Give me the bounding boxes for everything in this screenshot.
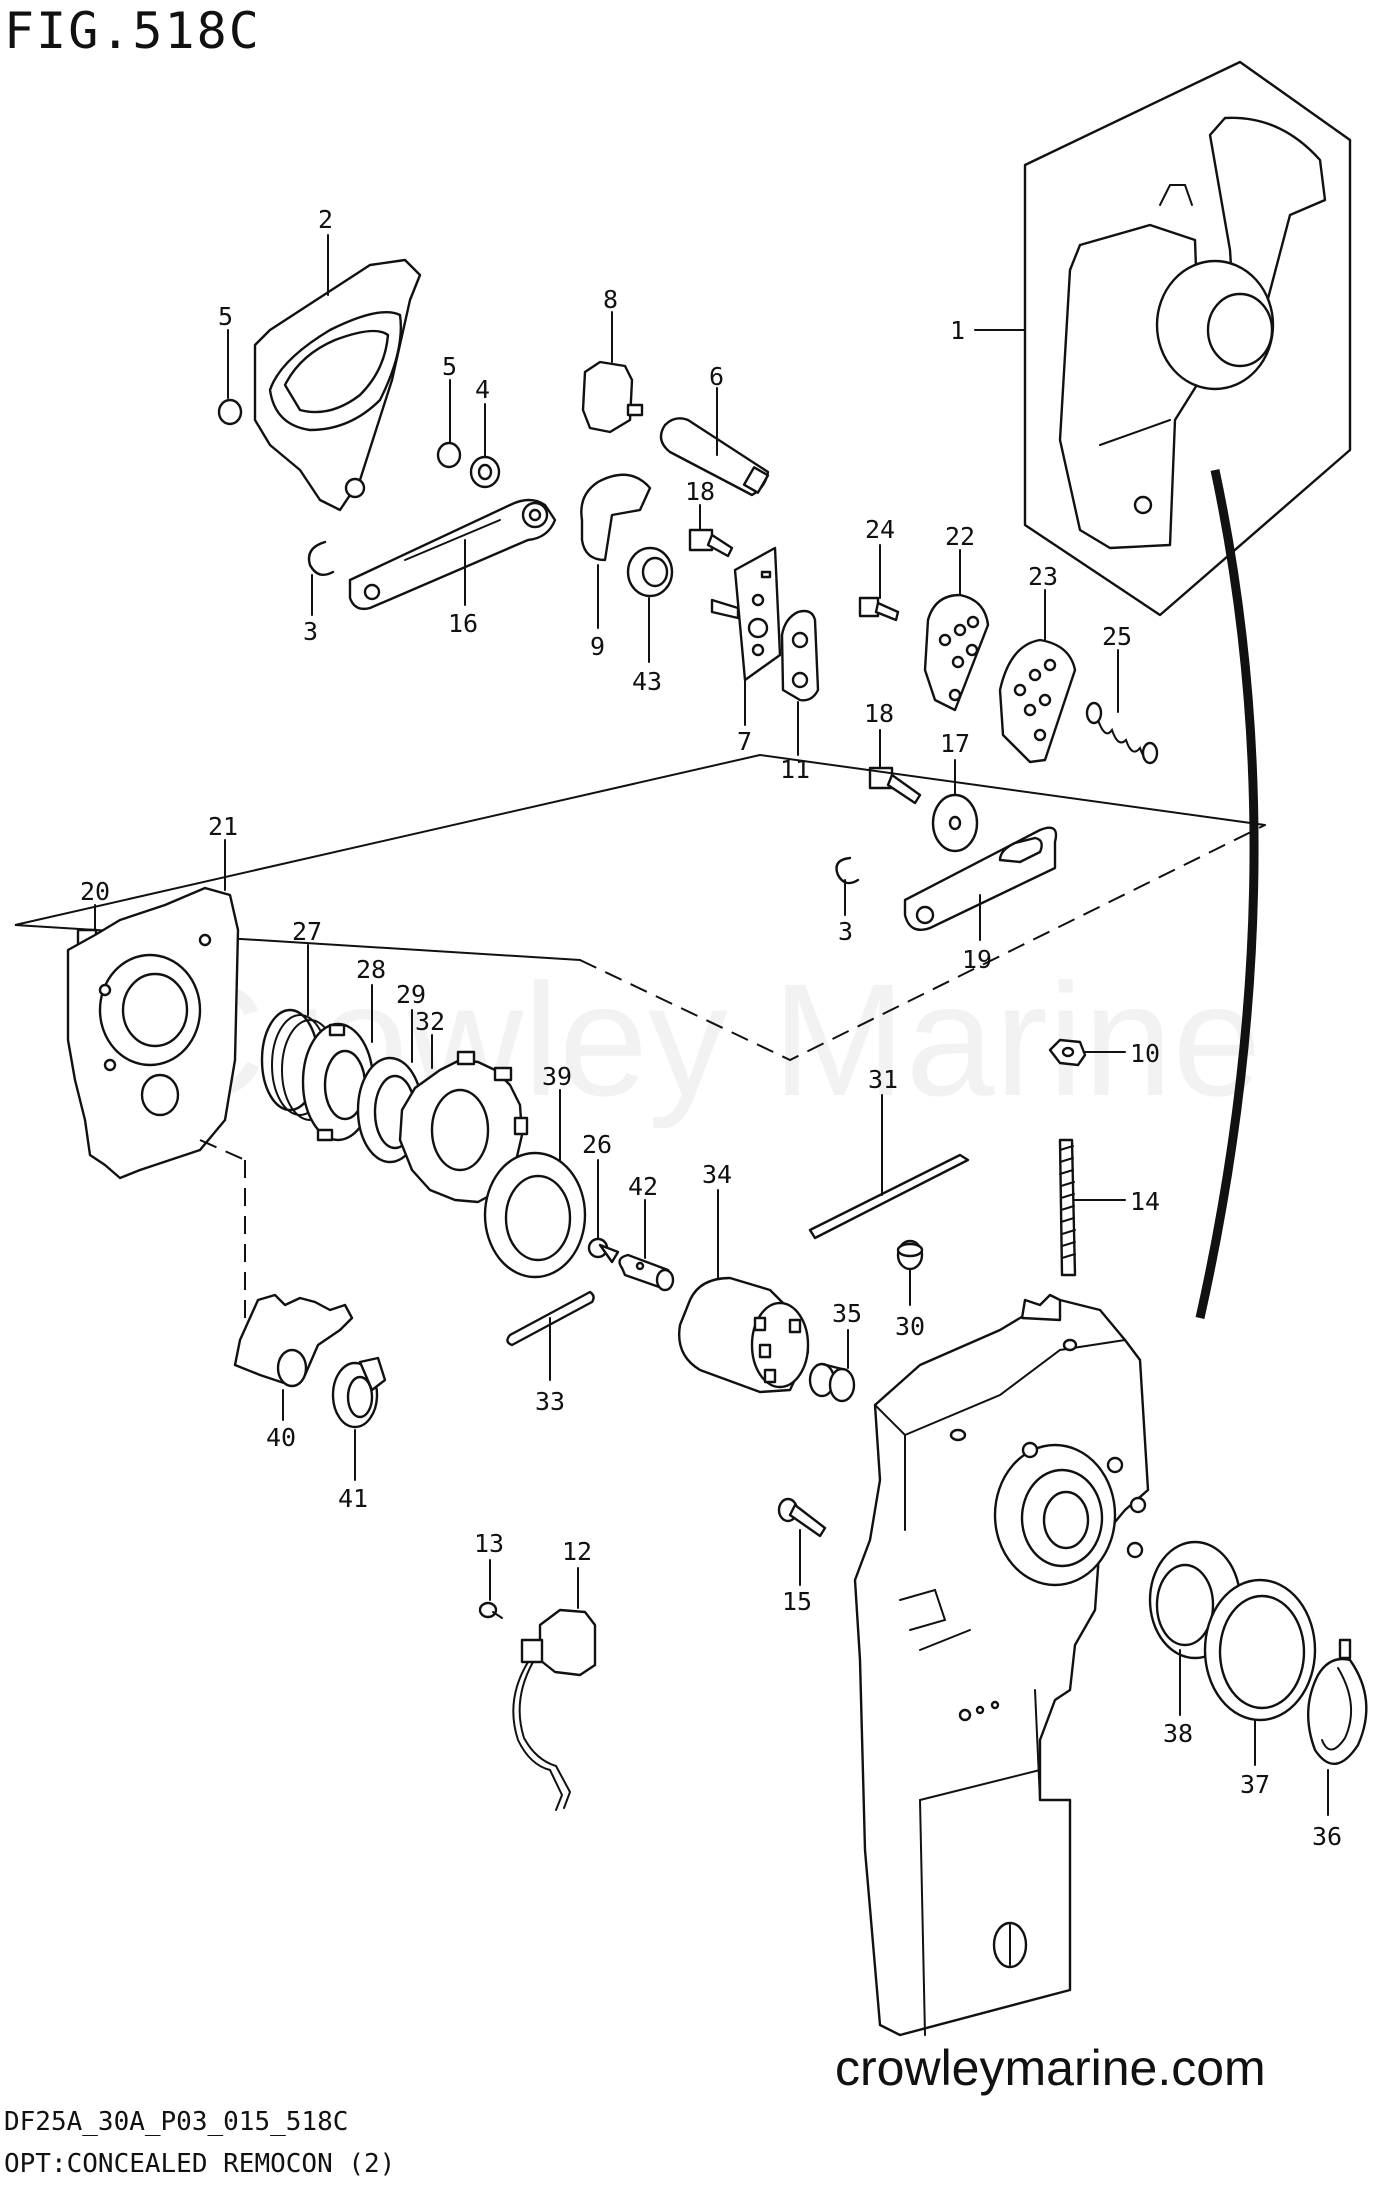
drawing-caption: OPT:CONCEALED REMOCON (2) xyxy=(4,2149,395,2179)
label-4: 4 xyxy=(475,375,490,404)
part-43-bushing xyxy=(626,546,674,598)
label-17: 17 xyxy=(940,729,970,758)
part-23-detent-plate xyxy=(998,638,1077,764)
label-9: 9 xyxy=(590,632,605,661)
centerline-upper xyxy=(199,1139,246,1161)
part-9-cam-plate xyxy=(580,473,652,562)
part-8-switch-block xyxy=(581,360,644,434)
label-25: 25 xyxy=(1102,622,1132,651)
part-1-remote-control-assembly xyxy=(1023,60,1352,617)
part-30-cap xyxy=(896,1239,924,1271)
part-3-e-clip xyxy=(307,540,335,576)
label-11: 11 xyxy=(780,755,810,784)
part-6-shaft xyxy=(659,417,770,497)
part-25-spring xyxy=(1085,701,1159,765)
part-21-cover-gear-housing xyxy=(66,886,240,1180)
label-13: 13 xyxy=(474,1529,504,1558)
part-11-plate xyxy=(780,609,820,702)
part-5-snap-ring-b xyxy=(436,441,462,469)
part-39-washer xyxy=(483,1151,587,1279)
part-10-nut xyxy=(1048,1038,1087,1067)
part-26-pin xyxy=(587,1237,620,1264)
label-5b: 5 xyxy=(442,352,457,381)
figure-title: FIG.518C xyxy=(4,2,261,60)
label-35: 35 xyxy=(832,1299,862,1328)
callout-labels: 1 2 3 3 4 5 5 6 7 8 9 10 11 12 13 14 15 … xyxy=(80,205,1342,1851)
label-19: 19 xyxy=(962,945,992,974)
part-35-bushing xyxy=(808,1362,856,1403)
label-3b: 3 xyxy=(838,917,853,946)
label-22: 22 xyxy=(945,522,975,551)
drawing-code: DF25A_30A_P03_015_518C xyxy=(4,2107,348,2137)
label-1: 1 xyxy=(950,316,965,345)
frame-line-right xyxy=(759,754,1266,826)
part-16-link-arm xyxy=(348,498,557,611)
part-36-snap-ring xyxy=(1306,1638,1368,1766)
label-37: 37 xyxy=(1240,1770,1270,1799)
label-24: 24 xyxy=(865,515,895,544)
part-13-screw xyxy=(478,1601,503,1619)
label-12: 12 xyxy=(562,1537,592,1566)
label-41: 41 xyxy=(338,1484,368,1513)
label-33: 33 xyxy=(535,1387,565,1416)
assembly-indicator-arc xyxy=(1195,469,1259,1319)
part-4-washer xyxy=(469,455,501,489)
label-18a: 18 xyxy=(685,477,715,506)
label-23: 23 xyxy=(1028,562,1058,591)
part-7-bracket xyxy=(710,546,782,682)
label-28: 28 xyxy=(356,955,386,984)
label-20: 20 xyxy=(80,877,110,906)
part-12-switch-harness xyxy=(512,1608,597,1811)
part-24-screw xyxy=(858,596,900,622)
part-2-cover-plate xyxy=(253,258,422,512)
label-42: 42 xyxy=(628,1172,658,1201)
part-40-lever-bracket xyxy=(233,1293,354,1388)
label-5a: 5 xyxy=(218,302,233,331)
label-15: 15 xyxy=(782,1587,812,1616)
site-brand: crowleymarine.com xyxy=(835,2040,1266,2096)
part-22-detent-plate xyxy=(923,593,990,712)
frame-line-bottom xyxy=(579,824,1266,1062)
label-21: 21 xyxy=(208,812,238,841)
label-8: 8 xyxy=(603,285,618,314)
part-37-washer xyxy=(1203,1578,1317,1722)
part-17-washer xyxy=(931,793,979,853)
label-6: 6 xyxy=(709,362,724,391)
part-3-e-clip-b xyxy=(835,856,860,885)
label-27: 27 xyxy=(292,917,322,946)
part-18-bolt xyxy=(688,528,734,558)
label-18b: 18 xyxy=(864,699,894,728)
label-36: 36 xyxy=(1312,1822,1342,1851)
label-16: 16 xyxy=(448,609,478,638)
label-38: 38 xyxy=(1163,1719,1193,1748)
label-14: 14 xyxy=(1130,1187,1160,1216)
part-32-gear xyxy=(398,1050,529,1204)
label-43: 43 xyxy=(632,667,662,696)
part-15-screw xyxy=(777,1497,827,1538)
part-5-snap-ring xyxy=(217,398,243,426)
part-14-stud xyxy=(1058,1138,1077,1277)
part-28-ratchet xyxy=(301,1022,375,1142)
label-3a: 3 xyxy=(303,617,318,646)
part-31-flat-bar xyxy=(808,1153,970,1240)
part-34-drum-gear xyxy=(678,1276,810,1394)
label-2: 2 xyxy=(318,205,333,234)
label-39: 39 xyxy=(542,1062,572,1091)
label-40: 40 xyxy=(266,1423,296,1452)
label-32: 32 xyxy=(415,1007,445,1036)
part-42-shaft xyxy=(618,1253,675,1292)
label-31: 31 xyxy=(868,1065,898,1094)
main-housing xyxy=(853,1293,1150,2037)
label-30: 30 xyxy=(895,1312,925,1341)
label-34: 34 xyxy=(702,1160,732,1189)
label-26: 26 xyxy=(582,1130,612,1159)
frame-line-left xyxy=(14,754,761,961)
part-19-link-plate xyxy=(903,826,1058,932)
part-41-bushing xyxy=(331,1356,387,1429)
label-29: 29 xyxy=(396,980,426,1009)
label-7: 7 xyxy=(737,727,752,756)
label-10: 10 xyxy=(1130,1039,1160,1068)
